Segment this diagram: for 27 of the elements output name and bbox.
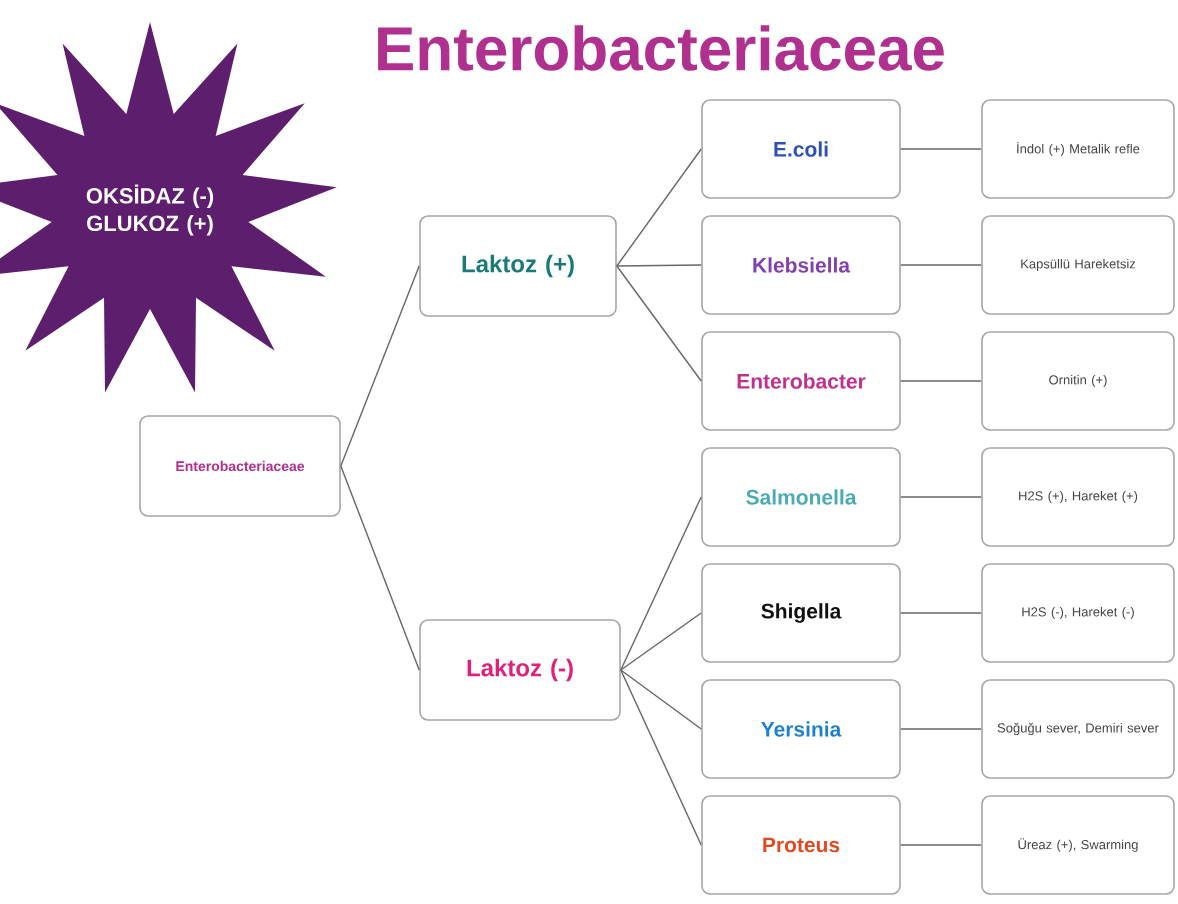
category-box: Proteus	[701, 795, 901, 895]
connector-line	[620, 612, 702, 671]
category-box: Laktoz (-)	[419, 619, 621, 721]
connector-line	[616, 265, 702, 382]
connector-line	[900, 728, 982, 730]
connector-line	[616, 148, 702, 267]
category-box: Yersinia	[701, 679, 901, 779]
category-box: Klebsiella	[701, 215, 901, 315]
category-box: Enterobacter	[701, 331, 901, 431]
connector-line	[620, 496, 702, 671]
connector-line	[620, 669, 702, 730]
title: Enterobacteriaceae	[378, 25, 944, 71]
connector-line	[620, 669, 702, 846]
category-box: Laktoz (+)	[419, 215, 617, 317]
connector-line	[616, 264, 702, 267]
connector-line	[900, 380, 982, 382]
connector-line	[900, 844, 982, 846]
connector-line	[900, 496, 982, 498]
star-burst: OKSİDAZ (-) GLUKOZ (+)	[0, 21, 337, 393]
category-box: Salmonella	[701, 447, 901, 547]
connector-line	[900, 148, 982, 150]
connector-line	[900, 264, 982, 266]
connector-line	[900, 612, 982, 614]
category-box: E.coli	[701, 99, 901, 199]
connector-line	[340, 265, 420, 467]
category-box: Shigella	[701, 563, 901, 663]
connector-line	[340, 465, 420, 671]
